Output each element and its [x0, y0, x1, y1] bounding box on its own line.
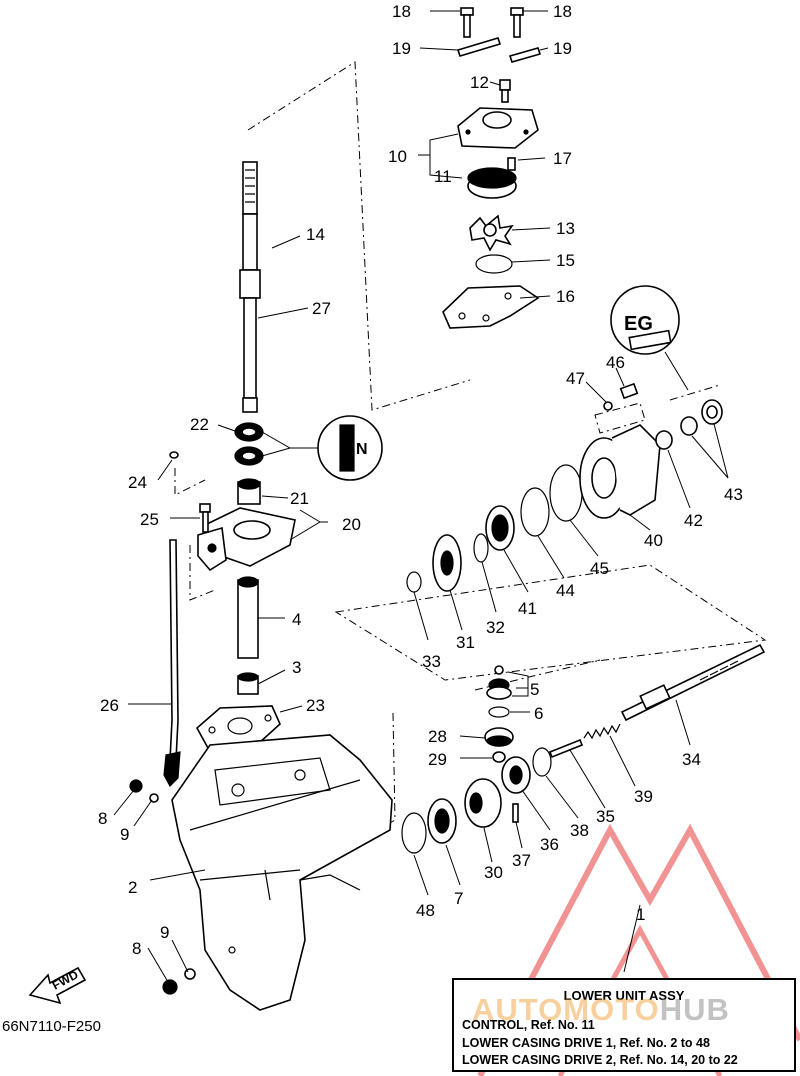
callout-43: 43 [724, 485, 743, 504]
diagram-code: 66N7110-F250 [2, 1018, 101, 1035]
info-title: LOWER UNIT ASSY [563, 988, 685, 1003]
callout-46: 46 [606, 353, 625, 372]
water-tube-parts [195, 576, 281, 749]
callout-4: 4 [292, 610, 301, 629]
callout-6: 6 [534, 704, 543, 723]
water-pump [442, 7, 542, 329]
fwd-arrow: FWD [28, 966, 87, 1005]
callout-21: 21 [290, 489, 309, 508]
callout-2: 2 [128, 878, 137, 897]
callout-45: 45 [590, 559, 609, 578]
callout-32: 32 [486, 618, 505, 637]
grease-symbol-small: N [356, 441, 368, 458]
drive-shaft [239, 161, 261, 413]
callout-17: 17 [553, 149, 572, 168]
callout-11: 11 [434, 167, 452, 186]
callout-16: 16 [556, 287, 575, 306]
info-line-control: CONTROL, Ref. No. 11 [462, 1018, 595, 1032]
callout-numbers: 18 18 19 19 12 10 11 17 13 15 16 14 27 2… [98, 2, 743, 958]
grease-symbol: EG [624, 313, 653, 335]
callout-8: 8 [98, 809, 107, 828]
callout-24: 24 [128, 473, 147, 492]
callout-39: 39 [634, 787, 653, 806]
callout-13: 13 [556, 219, 575, 238]
callout-40: 40 [644, 531, 663, 550]
drain-screws [129, 779, 196, 995]
info-line-drive-1: LOWER CASING DRIVE 1, Ref. No. 2 to 48 [462, 1036, 710, 1050]
gear-train: EG [401, 285, 766, 854]
callout-18: 18 [392, 2, 411, 21]
callout-47: 47 [566, 369, 585, 388]
callout-28: 28 [428, 727, 447, 746]
callout-12: 12 [470, 73, 489, 92]
callout-35: 35 [596, 807, 615, 826]
callout-3: 3 [292, 658, 301, 677]
callout-34: 34 [682, 750, 701, 769]
lower-casing [171, 734, 393, 1011]
callout-19: 19 [392, 39, 411, 58]
leader-lines [113, 10, 729, 983]
callout-14: 14 [306, 225, 325, 244]
callout-44: 44 [556, 581, 575, 600]
callout-37: 37 [512, 851, 531, 870]
callout-20: 20 [342, 515, 361, 534]
callout-26: 26 [100, 696, 119, 715]
callout-48: 48 [416, 901, 435, 920]
callout-1: 1 [636, 905, 645, 924]
callout-9: 9 [160, 923, 169, 942]
callout-41: 41 [518, 599, 537, 618]
callout-5: 5 [530, 680, 539, 699]
callout-38: 38 [570, 821, 589, 840]
callout-22: 22 [190, 415, 209, 434]
callout-9: 9 [120, 825, 129, 844]
callout-33: 33 [422, 652, 441, 671]
callout-30: 30 [484, 863, 503, 882]
callout-29: 29 [428, 750, 447, 769]
callout-23: 23 [306, 696, 325, 715]
info-line-drive-2: LOWER CASING DRIVE 2, Ref. No. 14, 20 to… [462, 1053, 738, 1067]
upper-housing-parts: N [163, 415, 383, 787]
callout-7: 7 [454, 889, 463, 908]
callout-15: 15 [556, 251, 575, 270]
callout-19: 19 [553, 39, 572, 58]
info-box: LOWER UNIT ASSY CONTROL, Ref. No. 11 LOW… [452, 978, 796, 1072]
callout-8: 8 [132, 939, 141, 958]
callout-31: 31 [456, 633, 475, 652]
callout-42: 42 [684, 511, 703, 530]
callout-18: 18 [553, 2, 572, 21]
callout-25: 25 [140, 510, 159, 529]
callout-36: 36 [540, 835, 559, 854]
callout-27: 27 [312, 299, 331, 318]
callout-10: 10 [388, 147, 407, 166]
